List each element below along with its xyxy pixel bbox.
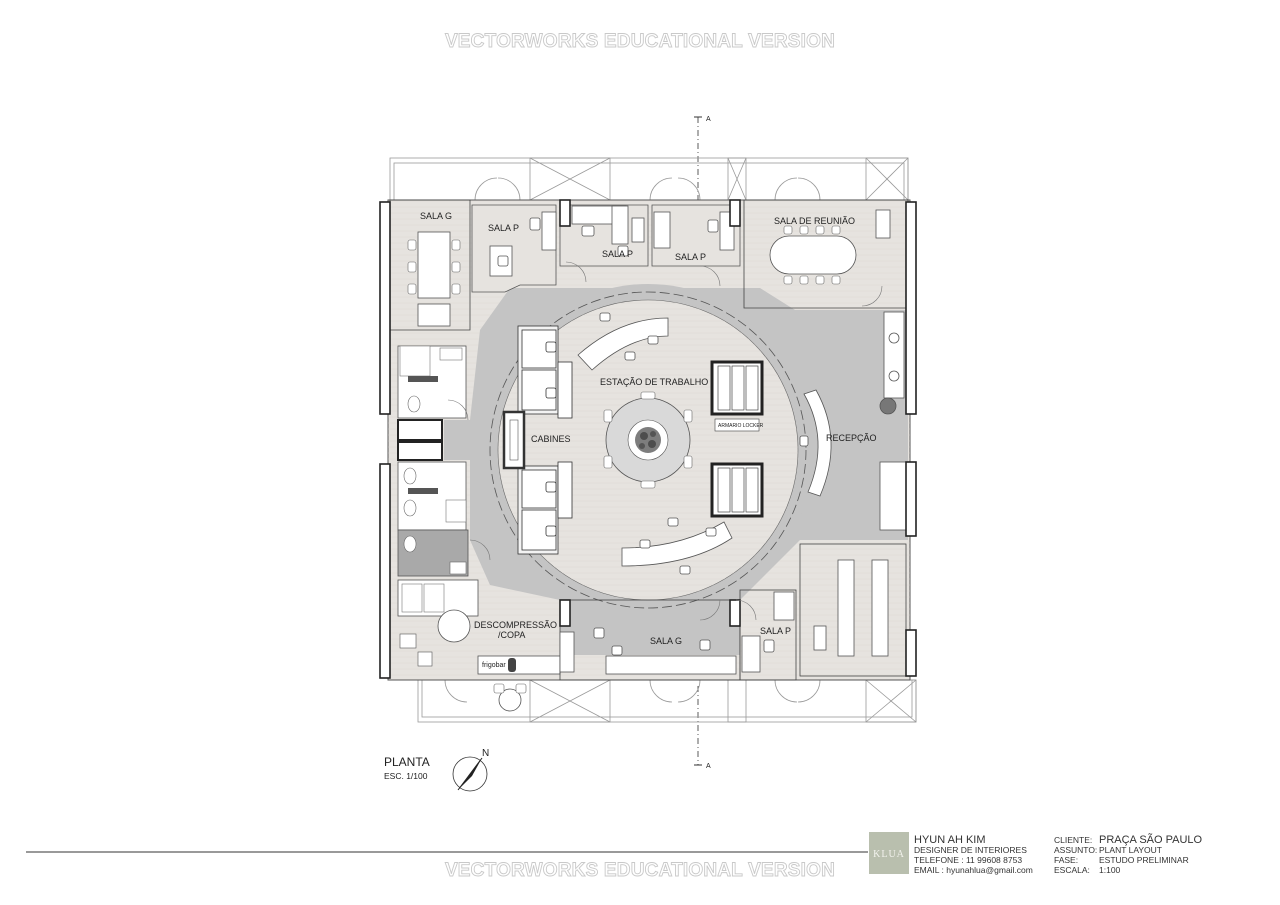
label-estacao: ESTAÇÃO DE TRABALHO bbox=[600, 377, 708, 387]
designer-email: EMAIL : hyunahlua@gmail.com bbox=[914, 865, 1033, 875]
balcony-bottom bbox=[417, 679, 917, 723]
balcony-top bbox=[389, 157, 909, 201]
watermark-bottom: VECTORWORKS EDUCATIONAL VERSION bbox=[445, 860, 835, 881]
reception-desk bbox=[799, 389, 832, 497]
room-sala-p-3 bbox=[651, 204, 741, 267]
label-sala-g-bottom: SALA G bbox=[650, 636, 682, 646]
room-sala-g-bottom bbox=[559, 599, 741, 681]
exterior-walls bbox=[379, 199, 917, 679]
logo-text: KLUA bbox=[873, 849, 905, 860]
reception-cabinet bbox=[879, 311, 905, 415]
label-sala-reuniao: SALA DE REUNIÃO bbox=[774, 216, 855, 226]
label-sala-p-3: SALA P bbox=[675, 252, 706, 262]
section-marker-top: A bbox=[694, 116, 711, 200]
room-sala-p-2 bbox=[559, 204, 649, 267]
curved-desk-top bbox=[577, 312, 669, 371]
curved-desk-bottom bbox=[621, 517, 733, 575]
phone-cabin bbox=[502, 410, 526, 470]
label-armario: ARMARIO LOCKER bbox=[718, 423, 764, 429]
designer-phone: TELEFONE : 11 99608 8753 bbox=[914, 855, 1022, 865]
watermark-top: VECTORWORKS EDUCATIONAL VERSION bbox=[445, 31, 835, 52]
phase-label: FASE: bbox=[1054, 855, 1078, 865]
locker-upper bbox=[710, 360, 764, 432]
room-sala-p-1 bbox=[471, 204, 557, 293]
door-swings bbox=[447, 261, 883, 621]
room-sala-reuniao bbox=[743, 199, 909, 309]
label-descompressao: DESCOMPRESSÃO bbox=[474, 620, 557, 630]
round-table bbox=[603, 391, 693, 489]
label-frigobar: frigobar bbox=[482, 662, 506, 669]
label-copa: /COPA bbox=[498, 630, 525, 640]
shaft-block bbox=[397, 419, 443, 461]
workstation-desks-upper bbox=[517, 325, 573, 419]
room-right-bottom bbox=[799, 461, 907, 677]
client-value: PRAÇA SÃO PAULO bbox=[1099, 833, 1203, 846]
section-marker-bottom: A bbox=[694, 686, 711, 770]
scale-label: ESCALA: bbox=[1054, 865, 1090, 875]
label-sala-p-2: SALA P bbox=[602, 249, 633, 259]
label-recepcao: RECEPÇÃO bbox=[826, 433, 877, 443]
room-sala-p-bottom bbox=[739, 589, 797, 681]
label-sala-p-bottom: SALA P bbox=[760, 626, 791, 636]
designer-name: HYUN AH KIM bbox=[914, 834, 986, 846]
designer-role: DESIGNER DE INTERIORES bbox=[914, 845, 1027, 855]
bathroom-lower bbox=[397, 461, 469, 577]
room-descompressao bbox=[397, 579, 561, 712]
logo-block bbox=[869, 832, 909, 874]
plan-title: PLANTA bbox=[384, 755, 430, 769]
phase-value: ESTUDO PRELIMINAR bbox=[1099, 855, 1189, 865]
label-sala-p-1: SALA P bbox=[488, 223, 519, 233]
subject-value: PLANT LAYOUT bbox=[1099, 845, 1162, 855]
client-label: CLIENTE: bbox=[1054, 835, 1092, 845]
label-cabines: CABINES bbox=[531, 434, 571, 444]
room-sala-g-top bbox=[389, 199, 471, 331]
subject-label: ASSUNTO: bbox=[1054, 845, 1097, 855]
north-label: N bbox=[482, 748, 489, 759]
north-arrow-icon bbox=[452, 756, 488, 792]
ring-dashed-line bbox=[489, 291, 807, 609]
bathroom-upper bbox=[397, 345, 467, 419]
locker-lower bbox=[710, 462, 764, 518]
plan-scale: ESC. 1/100 bbox=[384, 771, 428, 781]
section-label-bottom: A bbox=[706, 763, 711, 770]
workstation-desks-lower bbox=[517, 461, 573, 555]
scale-value: 1:100 bbox=[1099, 865, 1121, 875]
label-sala-g-top: SALA G bbox=[420, 211, 452, 221]
section-label-top: A bbox=[706, 116, 711, 123]
